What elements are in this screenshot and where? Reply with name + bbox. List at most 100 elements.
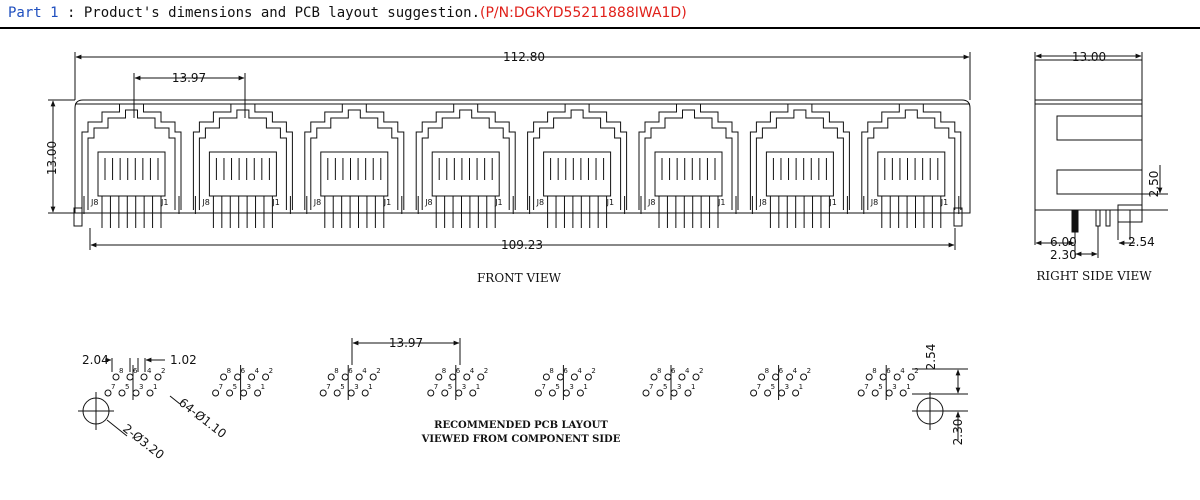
pcb-pin-number: 4 xyxy=(147,367,152,375)
front-view-caption: FRONT VIEW xyxy=(477,271,562,285)
pcb-pin-number: 7 xyxy=(649,383,653,391)
pcb-pin-hole xyxy=(792,389,800,397)
pcb-pin-number: 3 xyxy=(247,383,251,391)
pcb-pin-number: 3 xyxy=(569,383,573,391)
pcb-pin-hole xyxy=(212,389,220,397)
port-inner-outline xyxy=(87,109,176,210)
port-inner-outline xyxy=(421,109,510,210)
pcb-pin-number: 2 xyxy=(161,367,165,375)
pcb-pin-number: 1 xyxy=(368,383,372,391)
pcb-pin-hole xyxy=(865,373,873,381)
pcb-pin-number: 1 xyxy=(476,383,480,391)
pcb-pin-number: 8 xyxy=(119,367,123,375)
pcb-pin-number: 6 xyxy=(241,367,246,375)
pcb-pin-number: 5 xyxy=(663,383,667,391)
pcb-pin-number: 2 xyxy=(914,367,918,375)
pcb-pin-number: 8 xyxy=(657,367,661,375)
port-outline xyxy=(638,103,739,210)
dim-pin-span: 109.23 xyxy=(501,238,543,252)
pcb-pin-number: 8 xyxy=(765,367,769,375)
pcb-pin-number: 7 xyxy=(541,383,545,391)
pcb-pin-hole xyxy=(333,389,341,397)
pcb-pin-hole xyxy=(650,373,658,381)
dim-mount-hole: Ø3.20 xyxy=(130,429,167,462)
dim-side-c: 2.54 xyxy=(1128,235,1155,249)
port-outline xyxy=(304,103,405,210)
pcb-pin-hole xyxy=(146,389,154,397)
pcb-pin-hole xyxy=(104,389,112,397)
side-housing-outline xyxy=(1034,59,1143,211)
pcb-pin-hole xyxy=(764,389,772,397)
pcb-pin-hole xyxy=(441,389,449,397)
pcb-pin-number: 4 xyxy=(793,367,798,375)
pcb-pin-number: 7 xyxy=(111,383,115,391)
pcb-pin-number: 4 xyxy=(362,367,367,375)
dim-pcb-row-a: 2.04 xyxy=(82,353,109,367)
pcb-pin-hole xyxy=(899,389,907,397)
pcb-pin-hole xyxy=(758,373,766,381)
port-outline xyxy=(861,103,962,210)
port-label-j8: J8 xyxy=(313,198,321,207)
pcb-pin-number: 4 xyxy=(577,367,582,375)
contact-window xyxy=(97,151,166,197)
pcb-pin-number: 2 xyxy=(699,367,703,375)
side-view-drawing xyxy=(1034,52,1168,258)
pcb-pin-number: 4 xyxy=(470,367,475,375)
pcb-pin-hole xyxy=(319,389,327,397)
dim-height: 13.00 xyxy=(45,141,59,175)
pcb-pin-hole xyxy=(140,373,148,381)
pcb-pin-number: 6 xyxy=(563,367,568,375)
pcb-pin-hole xyxy=(369,373,377,381)
pcb-pin-number: 6 xyxy=(886,367,891,375)
pcb-pin-hole xyxy=(684,389,692,397)
pcb-pin-number: 8 xyxy=(227,367,231,375)
port-label-j1: J1 xyxy=(271,198,279,207)
pcb-pin-hole xyxy=(542,373,550,381)
pcb-pin-hole xyxy=(435,373,443,381)
port-label-j8: J8 xyxy=(90,198,98,207)
pcb-pin-number: 8 xyxy=(442,367,446,375)
port-label-j8: J8 xyxy=(870,198,878,207)
port-outline xyxy=(81,103,182,210)
port-label-j8: J8 xyxy=(647,198,655,207)
pcb-pin-number: 2 xyxy=(269,367,273,375)
pcb-pin-number: 7 xyxy=(219,383,223,391)
dim-pcb-vertical-a: 2.54 xyxy=(924,344,938,371)
pcb-pin-number: 3 xyxy=(139,383,143,391)
pcb-pin-number: 1 xyxy=(906,383,910,391)
pcb-pin-number: 5 xyxy=(771,383,775,391)
pcb-pin-hole xyxy=(463,373,471,381)
pcb-caption-line1: RECOMMENDED PCB LAYOUT xyxy=(434,420,608,431)
pcb-pin-number: 3 xyxy=(677,383,681,391)
dim-pin-hole-group: 64- Ø1.10 xyxy=(176,395,229,441)
port-outline xyxy=(749,103,850,210)
pcb-pin-hole xyxy=(800,373,808,381)
pcb-pin-hole xyxy=(477,373,485,381)
port-outline xyxy=(192,103,293,210)
pcb-pin-number: 5 xyxy=(555,383,559,391)
pcb-pin-hole xyxy=(548,389,556,397)
pcb-pin-number: 5 xyxy=(448,383,452,391)
port-label-j1: J1 xyxy=(494,198,502,207)
pcb-pin-number: 3 xyxy=(354,383,358,391)
port-outline xyxy=(415,103,516,210)
pcb-pin-number: 6 xyxy=(671,367,676,375)
side-view-caption: RIGHT SIDE VIEW xyxy=(1036,269,1152,283)
pcb-pin-number: 2 xyxy=(376,367,380,375)
pcb-pin-hole xyxy=(361,389,369,397)
pcb-pin-number: 4 xyxy=(685,367,690,375)
pcb-layout-drawing: 8765432187654321876543218765432187654321… xyxy=(78,338,968,440)
pcb-pin-number: 5 xyxy=(340,383,344,391)
pcb-pin-hole xyxy=(248,373,256,381)
port-label-j1: J1 xyxy=(828,198,836,207)
pcb-pin-number: 4 xyxy=(900,367,905,375)
dim-mount-hole-group: 2- Ø3.20 xyxy=(120,421,167,462)
pcb-pin-number: 7 xyxy=(434,383,438,391)
pcb-pin-hole xyxy=(907,373,915,381)
dim-pcb-vertical-b: 2.30 xyxy=(951,419,965,446)
